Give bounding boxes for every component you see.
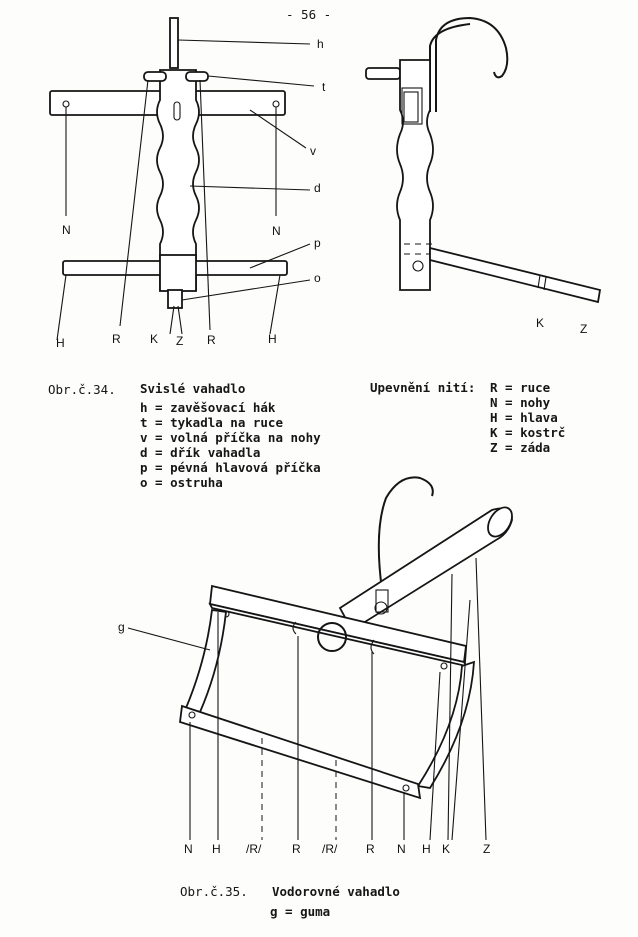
side-view <box>365 16 602 304</box>
bottom-label: K <box>442 842 451 856</box>
threads-title: Upevnění nití: <box>370 380 476 395</box>
fig34-caption-title: Svislé vahadlo <box>140 381 246 396</box>
legend-item: d = dřík vahadla <box>140 445 261 460</box>
label-v: v <box>310 144 316 158</box>
legend-item: v = volná příčka na nohy <box>140 430 321 445</box>
label-d: d <box>314 181 321 195</box>
horizontal-rocker <box>127 476 513 841</box>
label-z1: Z <box>176 334 184 348</box>
label-r1: R <box>112 332 121 346</box>
bottom-label: R <box>292 842 301 856</box>
label-n-right: N <box>272 224 281 238</box>
threads-first: R = ruce <box>490 380 551 395</box>
label-g: g <box>118 620 125 634</box>
threads-item: H = hlava <box>490 410 558 425</box>
threads-item: N = nohy <box>490 395 551 410</box>
label-h: h <box>317 37 324 51</box>
label-p: p <box>314 236 321 250</box>
legend-item: p = pévná hlavová příčka <box>140 460 321 475</box>
page-number: - 56 - <box>286 7 332 22</box>
label-t: t <box>322 80 326 94</box>
legend-item: t = tykadla na ruce <box>140 415 283 430</box>
bottom-label: N <box>184 842 193 856</box>
bottom-label: N <box>397 842 406 856</box>
label-n-left: N <box>62 223 71 237</box>
bottom-label: /R/ <box>246 842 262 856</box>
bottom-label: /R/ <box>322 842 338 856</box>
threads-item: Z = záda <box>490 440 551 455</box>
label-r2: R <box>207 333 216 347</box>
front-view <box>49 17 315 341</box>
fig35-legend: g = guma <box>270 904 331 919</box>
label-o: o <box>314 271 321 285</box>
legend-item: o = ostruha <box>140 475 223 490</box>
bottom-label: H <box>212 842 221 856</box>
legend-item: h = zavěšovací hák <box>140 400 276 415</box>
label-h2: H <box>268 332 277 346</box>
label-k-side: K <box>536 316 545 330</box>
bottom-label: Z <box>483 842 491 856</box>
fig35-caption-number: Obr.č.35. <box>180 884 248 899</box>
bottom-label: R <box>366 842 375 856</box>
label-k1: K <box>150 332 159 346</box>
label-h1: H <box>56 336 65 350</box>
label-z-side: Z <box>580 322 588 336</box>
fig34-caption-number: Obr.č.34. <box>48 382 116 397</box>
bottom-label: H <box>422 842 431 856</box>
threads-item: K = kostrč <box>490 425 566 440</box>
fig35-caption-title: Vodorovné vahadlo <box>272 884 400 899</box>
